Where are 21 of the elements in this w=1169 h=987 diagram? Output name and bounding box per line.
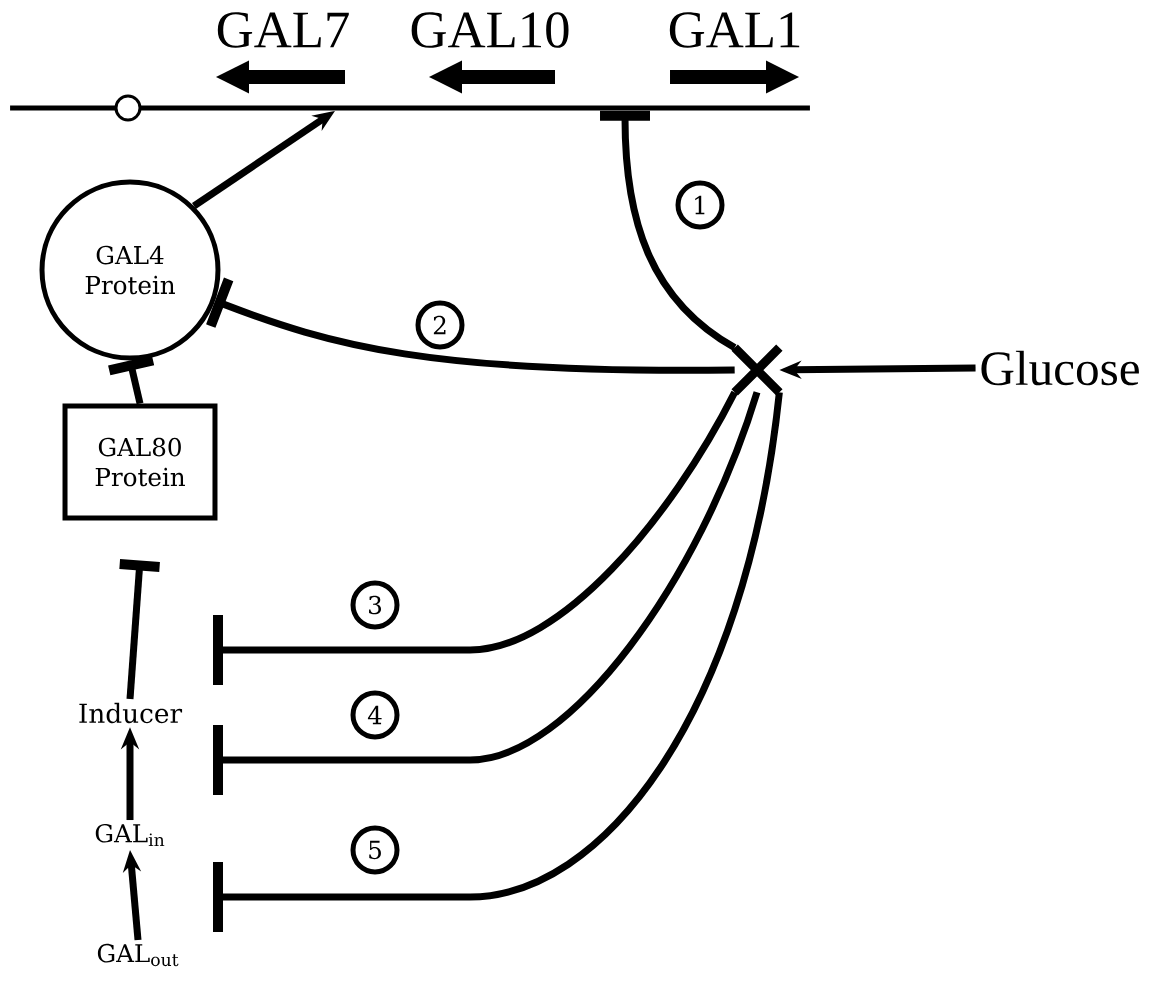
- label-text: Glucose: [981, 350, 1139, 386]
- inhibition-line: [213, 391, 783, 932]
- inhibition-line: [108, 355, 155, 405]
- inhibition-line: [600, 110, 737, 351]
- label-text: Inducer: [79, 702, 183, 724]
- dna-line: [10, 94, 810, 122]
- label-text: GAL$_{out}$: [97, 943, 179, 967]
- protein-box: GAL80 Protein: [62, 403, 218, 521]
- callout-number: 2: [415, 300, 465, 350]
- inhibition-line: [213, 391, 761, 795]
- gene-label: GAL1: [669, 12, 800, 48]
- inhibition-line: [213, 390, 738, 685]
- gene-label: GAL7: [217, 12, 349, 48]
- label-text: GAL$_{in}$: [95, 823, 165, 847]
- inhibition-line: [119, 559, 160, 700]
- callout-number: 1: [675, 180, 725, 230]
- cross-mark: [730, 343, 784, 397]
- callout-number: 5: [350, 825, 400, 875]
- gene-label: GAL10: [411, 12, 569, 48]
- callout-number: 3: [350, 580, 400, 630]
- callout-number: 4: [350, 690, 400, 740]
